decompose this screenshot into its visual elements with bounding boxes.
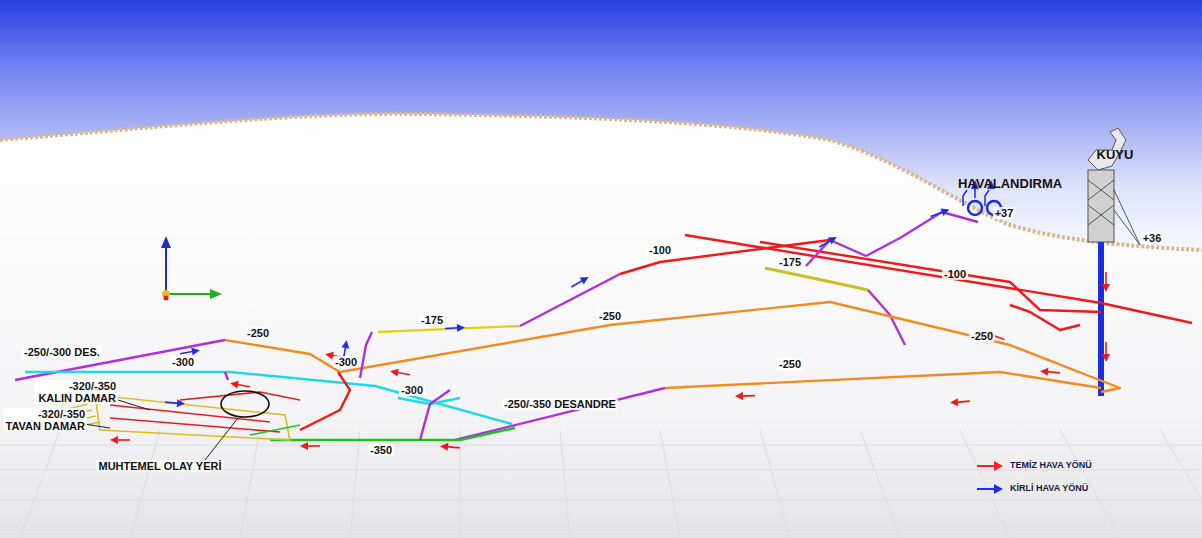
floor-grid <box>0 430 1202 538</box>
flow-arrows <box>110 206 1110 452</box>
level-label: +37 <box>993 207 1016 219</box>
level-label: KUYU <box>1095 148 1136 162</box>
terrain-surface <box>0 114 1202 250</box>
level-label: -250 <box>969 330 995 342</box>
level-label: -250/-350 DESANDRE <box>502 398 618 410</box>
legend-text: TEMİZ HAVA YÖNÜ <box>1010 460 1092 470</box>
level-label: -300 <box>333 356 359 368</box>
level-label: -100 <box>647 244 673 256</box>
level-label: -350 <box>368 444 394 456</box>
level-label: -100 <box>942 268 968 280</box>
level-label: +36 <box>1141 232 1164 244</box>
level-label: -320/-350 KALIN DAMAR <box>34 380 118 404</box>
shaft <box>1098 242 1104 396</box>
level-label: -250/-300 DES. <box>22 346 102 358</box>
level-label: -175 <box>777 256 803 268</box>
shaft-headframe <box>1088 128 1140 245</box>
leader-lines <box>84 400 238 460</box>
level-label: -300 <box>399 384 425 396</box>
underground <box>0 114 1202 538</box>
legend-arrow <box>975 483 1005 497</box>
level-label: -175 <box>419 314 445 326</box>
tunnels <box>15 212 1192 440</box>
level-label: HAVALANDIRMA <box>956 177 1064 191</box>
axis-gizmo <box>161 236 222 301</box>
level-label: -320/-350 TAVAN DAMAR <box>3 408 87 432</box>
legend-text: KİRLİ HAVA YÖNÜ <box>1010 483 1088 493</box>
level-label: -250 <box>597 310 623 322</box>
level-label: -300 <box>170 356 196 368</box>
legend-arrow <box>975 460 1005 474</box>
level-label: -250 <box>245 327 271 339</box>
level-label: -250 <box>777 358 803 370</box>
event-ellipse <box>221 391 269 417</box>
level-label: MUHTEMEL OLAY YERİ <box>96 460 223 472</box>
